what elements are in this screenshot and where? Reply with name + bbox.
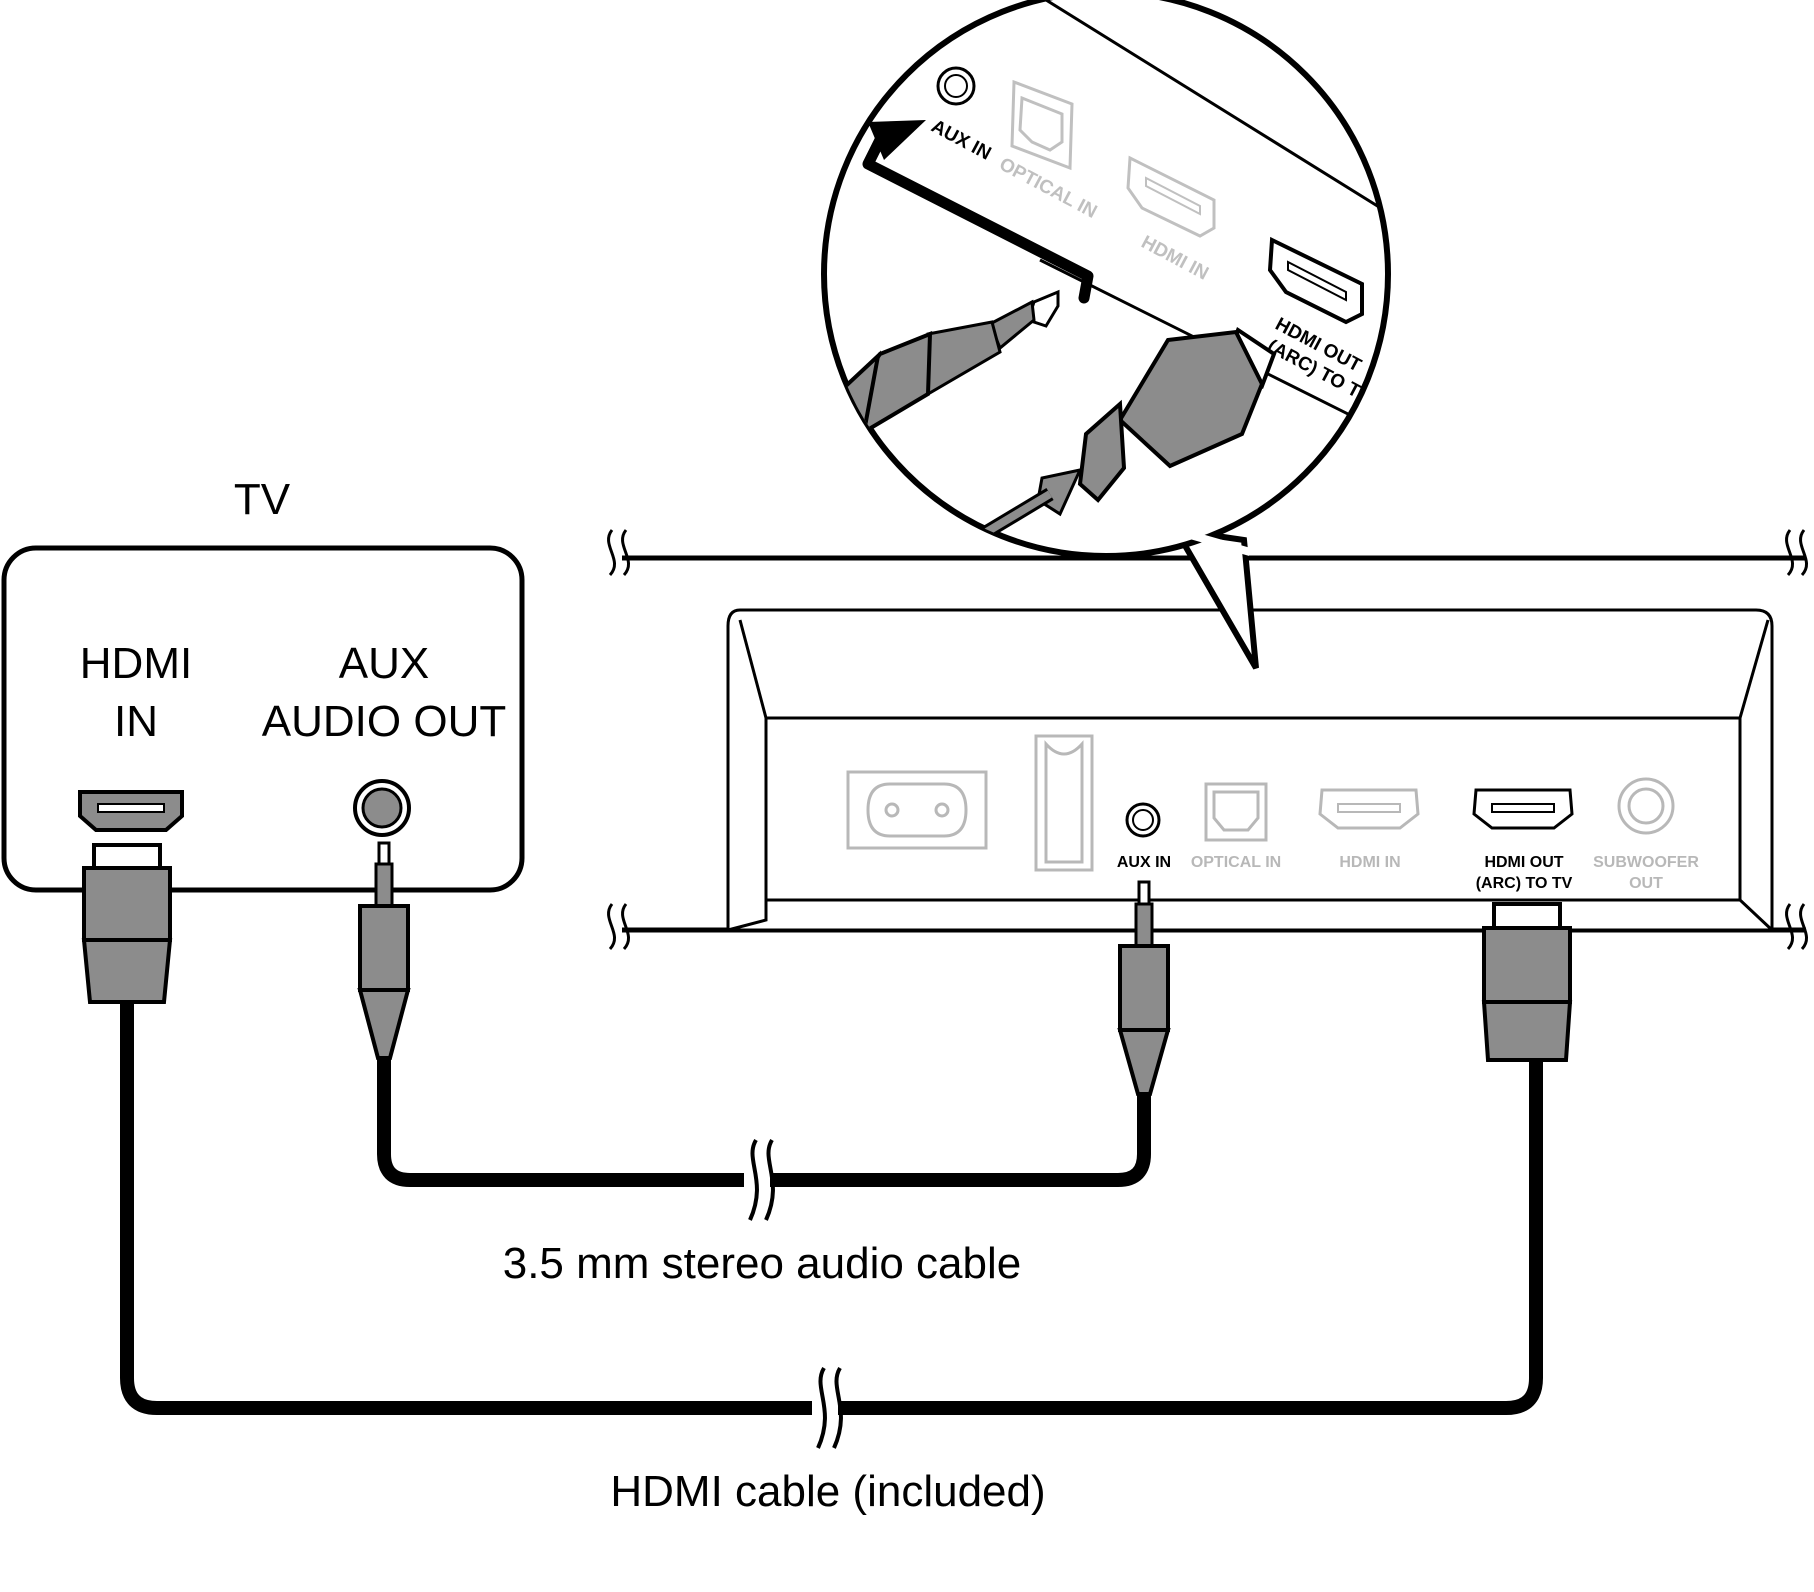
zoom-callout: AUX IN OPTICAL IN HDMI IN HDMI OUT (ARC)…: [821, 0, 1391, 670]
hdmi-out-label-line2: (ARC) TO TV: [1476, 875, 1573, 892]
tv-panel: TV HDMI IN AUX AUDIO OUT: [1, 475, 525, 893]
tv-hdmi-plug: [81, 843, 173, 1004]
soundbar-hdmi-plug: [1481, 902, 1573, 1062]
hdmi-cable: HDMI cable (included): [120, 1002, 1543, 1516]
hdmi-in-port-icon: [1318, 788, 1420, 830]
subwoofer-out-label-line2: OUT: [1629, 875, 1663, 892]
optical-in-label: OPTICAL IN: [1191, 854, 1281, 871]
tv-hdmi-in-label-line2: IN: [114, 697, 158, 746]
hdmi-in-label: HDMI IN: [1339, 854, 1400, 871]
audio-cable: 3.5 mm stereo audio cable: [377, 1058, 1151, 1288]
hdmi-cable-label: HDMI cable (included): [610, 1467, 1045, 1516]
tv-aux-plug: [357, 841, 411, 1060]
hdmi-out-label-line1: HDMI OUT: [1484, 854, 1563, 871]
insert-arrow-icon: [862, 134, 1094, 304]
soundbar: AUX IN OPTICAL IN HDMI IN HDMI OUT (ARC)…: [607, 529, 1809, 951]
tv-title: TV: [234, 475, 291, 524]
aux-in-label: AUX IN: [1117, 854, 1171, 871]
mount-slot-icon: [1034, 734, 1094, 872]
soundbar-aux-plug: [1117, 880, 1171, 1096]
zoom-hdmi-in-port-icon: [1126, 155, 1216, 238]
tv-hdmi-in-label-line1: HDMI: [80, 639, 192, 688]
tv-aux-out-label-line1: AUX: [339, 639, 429, 688]
audio-cable-label: 3.5 mm stereo audio cable: [503, 1239, 1022, 1288]
tv-aux-out-label-line2: AUDIO OUT: [262, 697, 506, 746]
subwoofer-out-label-line1: SUBWOOFER: [1593, 854, 1699, 871]
subwoofer-out-port-icon: [1617, 777, 1675, 835]
hdmi-out-port-icon: [1472, 788, 1574, 830]
zoom-hdmi-out-port-icon: [1267, 236, 1364, 325]
